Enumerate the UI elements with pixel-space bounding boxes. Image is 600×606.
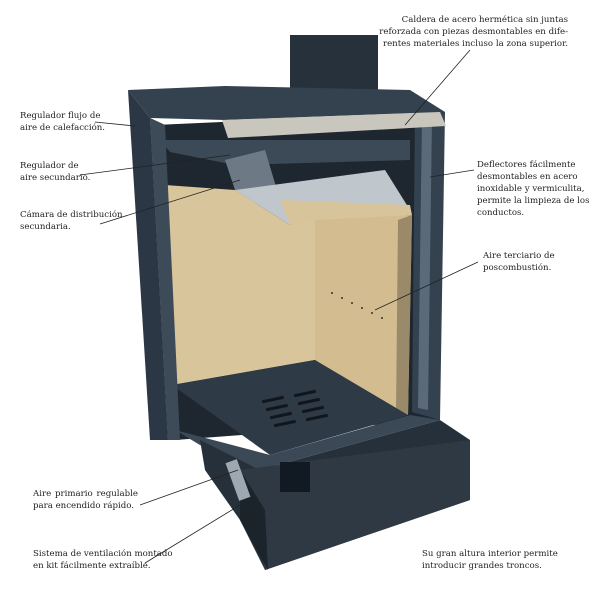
- leader-lines: [79, 49, 479, 564]
- grate-slots: [261, 389, 328, 428]
- label-line: Su gran altura interior permite: [422, 549, 558, 559]
- label-altura: Su gran altura interior permite introduc…: [422, 548, 558, 572]
- label-caldera: Caldera de acero hermética sin juntas re…: [379, 14, 568, 50]
- label-camara: Cámara de distribución secundaria.: [20, 209, 123, 233]
- label-aire-primario: Aire primario regulable para encendido r…: [33, 488, 138, 512]
- label-line: Cámara de distribución: [20, 210, 123, 220]
- label-sistema-ventilacion: Sistema de ventilación montado en kit fá…: [33, 548, 173, 572]
- label-line: introducir grandes troncos.: [422, 561, 542, 571]
- label-aire-terciario: Aire terciario de poscombustión.: [483, 250, 555, 274]
- label-line: Regulador flujo de: [20, 111, 101, 121]
- label-line: aire de calefacción.: [20, 123, 106, 133]
- label-regulador-flujo: Regulador flujo de aire de calefacción.: [20, 110, 105, 134]
- stove-top: [128, 86, 445, 120]
- label-line: poscombustión.: [483, 263, 552, 273]
- label-line: conductos.: [477, 208, 525, 218]
- label-line: Deflectores fácilmente: [477, 160, 576, 170]
- label-line: rentes materiales incluso la zona superi…: [382, 39, 568, 49]
- left-side-panel: [128, 90, 168, 440]
- label-line: inoxidable y vermiculita,: [477, 184, 585, 194]
- label-line: Aire terciario de: [483, 251, 555, 261]
- primary-air-slider: [225, 459, 251, 501]
- label-line: desmontables en acero: [477, 172, 578, 182]
- label-line: Aire primario regulable: [33, 489, 138, 499]
- back-wall-right: [315, 215, 412, 415]
- label-line: secundaria.: [20, 222, 71, 232]
- label-regulador-secundario: Regulador de aire secundario.: [20, 160, 90, 184]
- vermiculite-top: [222, 112, 446, 138]
- label-deflectores: Deflectores fácilmente desmontables en a…: [477, 159, 589, 219]
- label-line: Caldera de acero hermética sin juntas: [401, 15, 568, 25]
- label-line: Sistema de ventilación montado: [33, 549, 173, 559]
- label-line: aire secundario.: [20, 173, 91, 183]
- label-line: permite la limpieza de los: [477, 196, 590, 206]
- label-line: en kit fácilmente extraíble.: [33, 561, 151, 571]
- fire-floor: [172, 360, 408, 455]
- label-line: reforzada con piezas desmontables en dif…: [379, 27, 568, 37]
- back-wall-left: [165, 185, 315, 385]
- label-line: Regulador de: [20, 161, 79, 171]
- label-line: para encendido rápido.: [33, 501, 135, 511]
